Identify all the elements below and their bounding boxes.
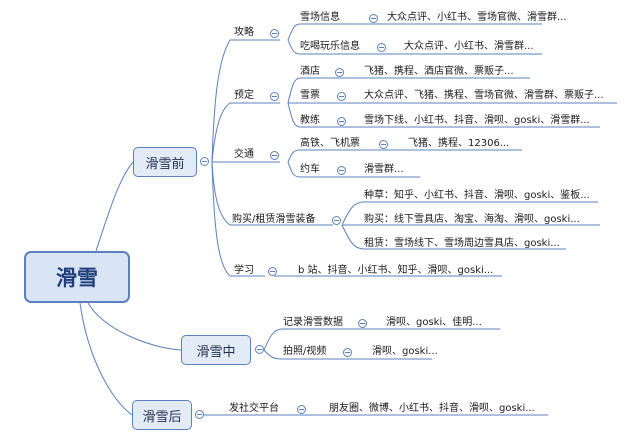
- collapse-icon[interactable]: [200, 157, 209, 166]
- detail-record-data[interactable]: 滑呗、goski、佳明...: [386, 317, 482, 328]
- collapse-icon[interactable]: [270, 29, 279, 38]
- collapse-icon[interactable]: [270, 92, 279, 101]
- detail-lift-ticket[interactable]: 大众点评、飞猪、携程、雪场官微、滑雪群、票贩子...: [364, 90, 604, 101]
- node-food-fun-info[interactable]: 吃喝玩乐信息: [300, 41, 360, 52]
- node-hotel[interactable]: 酒店: [300, 66, 320, 77]
- collapse-icon[interactable]: [369, 14, 378, 23]
- detail-train-flight[interactable]: 飞猪、携程、12306...: [408, 138, 510, 149]
- collapse-icon[interactable]: [255, 345, 264, 354]
- collapse-icon[interactable]: [337, 117, 346, 126]
- node-learning[interactable]: 学习: [234, 265, 254, 276]
- node-gear[interactable]: 购买/租赁滑雪装备: [232, 214, 316, 225]
- collapse-icon[interactable]: [337, 166, 346, 175]
- node-booking[interactable]: 预定: [234, 90, 254, 101]
- node-social-post[interactable]: 发社交平台: [229, 403, 279, 414]
- detail-photo-video[interactable]: 滑呗、goski...: [372, 346, 438, 357]
- node-gear-buy[interactable]: 购买：线下雪具店、淘宝、海淘、滑呗、goski...: [364, 214, 580, 225]
- node-record-data[interactable]: 记录滑雪数据: [283, 317, 343, 328]
- node-coach[interactable]: 教练: [300, 115, 320, 126]
- detail-food-fun-info[interactable]: 大众点评、小红书、滑雪群...: [404, 41, 534, 52]
- collapse-icon[interactable]: [358, 319, 367, 328]
- node-train-flight[interactable]: 高铁、飞机票: [300, 138, 360, 149]
- collapse-icon[interactable]: [297, 405, 306, 414]
- collapse-icon[interactable]: [379, 140, 388, 149]
- collapse-icon[interactable]: [332, 216, 341, 225]
- detail-social-post[interactable]: 朋友圈、微博、小红书、抖音、滑呗、goski...: [329, 403, 535, 414]
- detail-learning[interactable]: b 站、抖音、小红书、知乎、滑呗、goski...: [298, 265, 494, 276]
- node-photo-video[interactable]: 拍照/视频: [283, 346, 327, 357]
- collapse-icon[interactable]: [195, 410, 204, 419]
- node-gear-rent[interactable]: 租赁：雪场线下、雪场周边雪具店、goski...: [364, 238, 560, 249]
- connector-before-booking: [211, 102, 280, 163]
- branch-during-skiing[interactable]: 滑雪中: [181, 335, 251, 365]
- node-transport[interactable]: 交通: [234, 149, 254, 160]
- collapse-icon[interactable]: [270, 151, 279, 160]
- collapse-icon[interactable]: [377, 43, 386, 52]
- connector-root-before: [95, 161, 134, 252]
- connector-root-after: [79, 302, 133, 416]
- node-lift-ticket[interactable]: 雪票: [300, 90, 320, 101]
- node-resort-info[interactable]: 雪场信息: [300, 12, 340, 23]
- detail-hotel[interactable]: 飞猪、携程、酒店官微、票贩子...: [364, 66, 514, 77]
- collapse-icon[interactable]: [335, 68, 344, 77]
- node-strategy[interactable]: 攻略: [234, 27, 254, 38]
- collapse-icon[interactable]: [343, 348, 352, 357]
- branch-after-skiing[interactable]: 滑雪后: [132, 400, 192, 430]
- detail-resort-info[interactable]: 大众点评、小红书、雪场官微、滑雪群...: [387, 12, 567, 23]
- connector-before-learn: [211, 161, 265, 277]
- node-gear-research[interactable]: 种草：知乎、小红书、抖音、滑呗、goski、鉴板...: [364, 190, 590, 201]
- connector-before-strategy: [211, 39, 280, 163]
- collapse-icon[interactable]: [268, 267, 277, 276]
- detail-carpool[interactable]: 滑雪群...: [364, 164, 404, 175]
- root-node[interactable]: 滑雪: [24, 251, 130, 303]
- collapse-icon[interactable]: [337, 92, 346, 101]
- node-carpool[interactable]: 约车: [300, 164, 320, 175]
- branch-before-skiing[interactable]: 滑雪前: [133, 147, 197, 177]
- connector-root-during: [87, 302, 182, 351]
- detail-coach[interactable]: 雪场下线、小红书、抖音、滑呗、goski、滑雪群...: [364, 115, 590, 126]
